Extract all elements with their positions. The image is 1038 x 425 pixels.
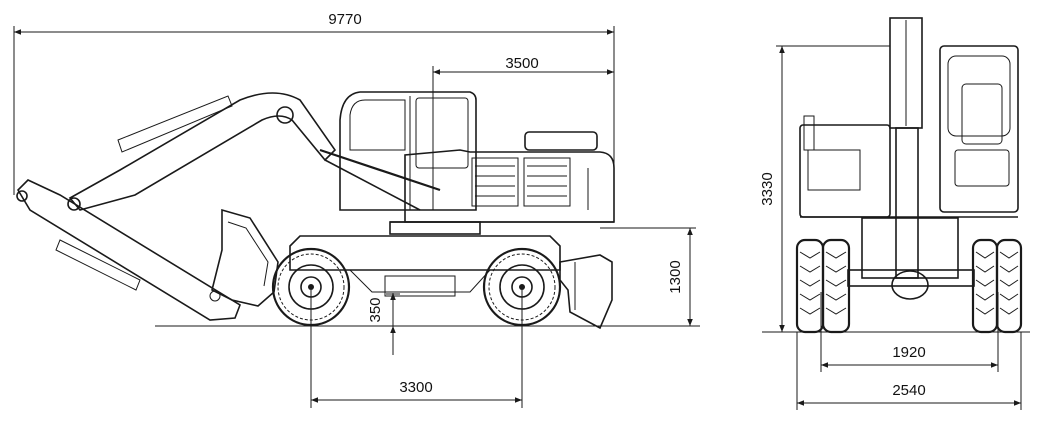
front-boom xyxy=(889,17,923,279)
front-tire-right xyxy=(971,238,1023,334)
dim-height-side: 1300 xyxy=(600,227,696,326)
dim-label-wheelbase: 3300 xyxy=(399,379,432,396)
engine-grille xyxy=(471,157,571,207)
front-undercarriage xyxy=(847,217,975,300)
front-tire-left xyxy=(795,238,851,334)
boom xyxy=(68,92,337,211)
dozer-blade xyxy=(559,254,613,330)
stick-arm xyxy=(16,179,241,321)
front-body xyxy=(799,115,1018,218)
cab xyxy=(339,91,477,211)
dim-overall-width: 2540 xyxy=(796,332,1022,410)
dim-label-overall-width: 2540 xyxy=(892,382,925,399)
dim-track-width: 1920 xyxy=(820,292,999,372)
dim-label-cab-to-rear: 3500 xyxy=(505,55,538,72)
bucket xyxy=(209,208,279,307)
dim-label-height-front: 3330 xyxy=(759,172,776,205)
operator-seat xyxy=(961,83,1003,145)
dim-label-overall-length: 9770 xyxy=(328,11,361,28)
dim-label-track-width: 1920 xyxy=(892,344,925,361)
dim-height-front: 3330 xyxy=(759,45,890,332)
boom-cylinder xyxy=(319,148,441,211)
front-wheel xyxy=(271,247,351,327)
dim-overall-length: 9770 xyxy=(13,11,615,195)
dim-cab-to-rear: 3500 xyxy=(432,55,614,210)
dim-label-height-side: 1300 xyxy=(667,260,684,293)
front-cab xyxy=(939,45,1019,213)
side-view: 9770 3500 1300 350 3300 xyxy=(13,11,700,408)
dim-label-ground-clearance: 350 xyxy=(367,297,384,322)
front-view: 3330 1920 2540 xyxy=(759,17,1030,410)
upper-structure xyxy=(390,131,615,223)
carrier-frame xyxy=(289,221,561,297)
rear-wheel xyxy=(482,247,562,327)
dim-ground-clearance: 350 xyxy=(367,293,400,355)
